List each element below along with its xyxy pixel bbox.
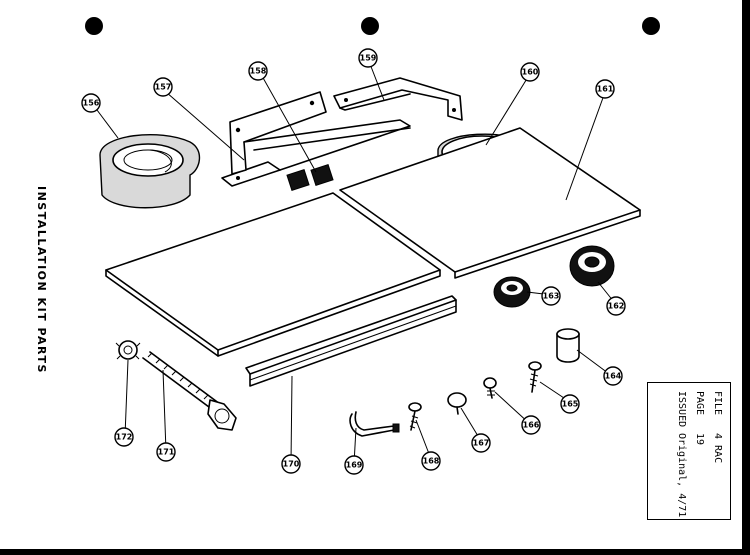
svg-text:160: 160 [522, 68, 539, 77]
info-box: FILE 4 RAC PAGE 19 ISSUED Original, 4/71 [647, 382, 731, 520]
leader-lines [96, 63, 615, 465]
tapping-screw-part [408, 402, 422, 431]
callout-169: 169 [344, 455, 364, 475]
svg-text:163: 163 [543, 292, 560, 301]
issued-row: ISSUED Original, 4/71 [672, 391, 690, 517]
svg-text:172: 172 [116, 433, 133, 442]
file-row: FILE 4 RAC [708, 391, 726, 517]
page-row: PAGE 19 [690, 391, 708, 517]
machine-screw-part [483, 377, 497, 399]
callout-167: 167 [471, 433, 491, 453]
callout-160: 160 [520, 62, 540, 82]
page-label: PAGE [694, 391, 705, 416]
channel-strip-part [245, 295, 457, 387]
binder-hole-left [85, 17, 103, 35]
svg-text:170: 170 [283, 460, 300, 469]
svg-text:169: 169 [346, 461, 363, 470]
parts-sheet: 156 157 158 159 160 161 162 163 164 165 … [0, 0, 742, 549]
page-value: 19 [694, 433, 705, 446]
callout-158: 158 [248, 61, 268, 81]
file-value: 4 RAC [712, 433, 723, 464]
callout-163: 163 [541, 286, 561, 306]
callout-166: 166 [521, 415, 541, 435]
grommet-small-part [493, 276, 531, 308]
wire-clip-part [349, 411, 400, 437]
callout-168: 168 [421, 451, 441, 471]
callout-157: 157 [153, 77, 173, 97]
button-plug-part [447, 392, 467, 415]
foam-block-part [286, 163, 334, 192]
page-title: INSTALLATION KIT PARTS [35, 186, 48, 374]
wood-screw-part [528, 361, 542, 393]
binder-hole-center [361, 17, 379, 35]
mounting-bracket-part [221, 91, 411, 187]
support-bracket-part [333, 77, 463, 121]
sleeve-part [556, 328, 580, 363]
svg-text:166: 166 [523, 421, 540, 430]
file-label: FILE [712, 391, 723, 416]
grommet-large-part [569, 245, 615, 287]
svg-text:161: 161 [597, 85, 614, 94]
svg-text:165: 165 [562, 400, 579, 409]
foam-seal-ring-part [99, 133, 201, 209]
hex-bolt-part [142, 351, 237, 431]
callout-170: 170 [281, 454, 301, 474]
svg-text:168: 168 [423, 457, 440, 466]
callout-162: 162 [606, 296, 626, 316]
svg-text:167: 167 [473, 439, 490, 448]
svg-text:158: 158 [250, 67, 267, 76]
callout-171: 171 [156, 442, 176, 462]
issued-value: Original, 4/71 [676, 433, 687, 518]
callout-172: 172 [114, 427, 134, 447]
callout-159: 159 [358, 48, 378, 68]
callout-156: 156 [81, 93, 101, 113]
binder-hole-right [642, 17, 660, 35]
callout-161: 161 [595, 79, 615, 99]
svg-text:164: 164 [605, 372, 622, 381]
svg-text:157: 157 [155, 83, 172, 92]
issued-label: ISSUED [676, 391, 687, 428]
svg-text:159: 159 [360, 54, 377, 63]
exploded-diagram: 156 157 158 159 160 161 162 163 164 165 … [81, 17, 660, 475]
svg-text:162: 162 [608, 302, 625, 311]
callout-165: 165 [560, 394, 580, 414]
lock-washer-part [115, 340, 141, 360]
svg-text:156: 156 [83, 99, 100, 108]
callout-164: 164 [603, 366, 623, 386]
svg-text:171: 171 [158, 448, 175, 457]
